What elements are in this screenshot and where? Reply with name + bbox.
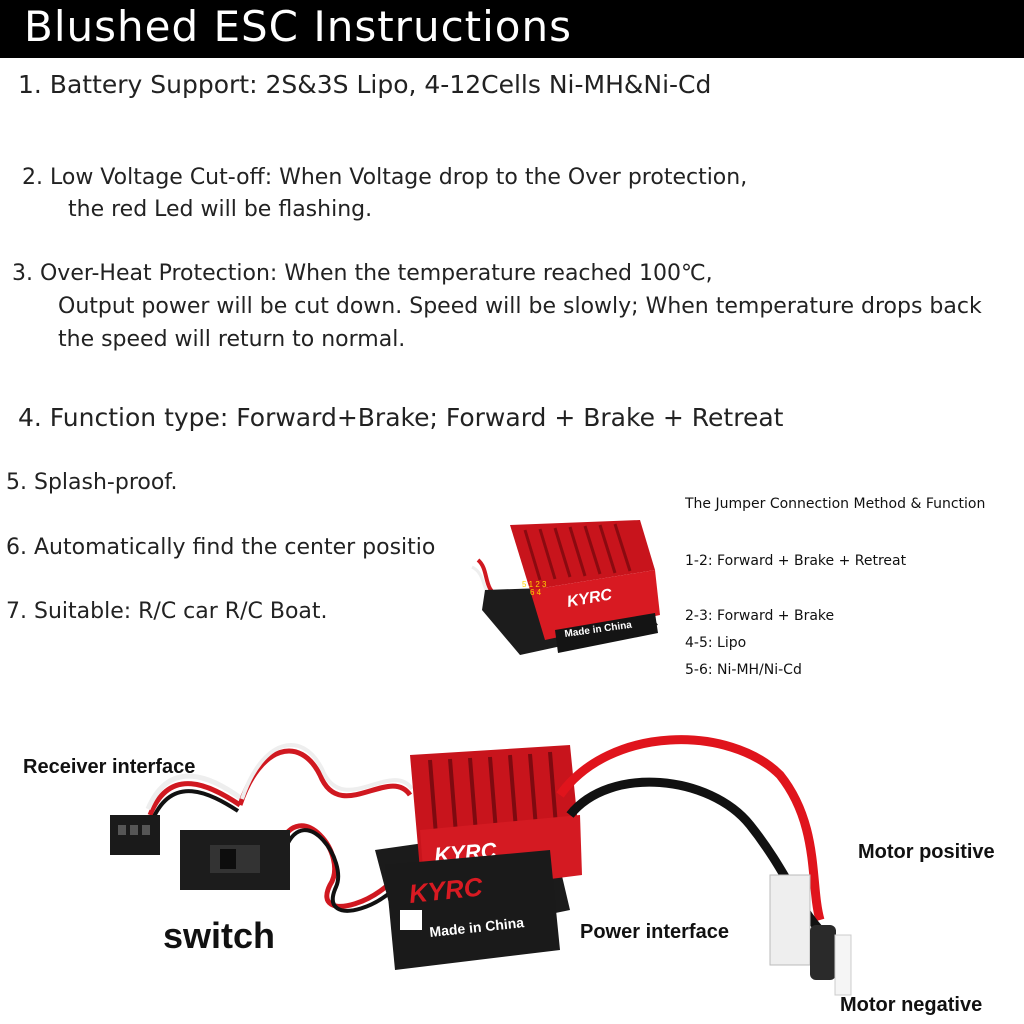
instruction-5: 5. Splash-proof.: [6, 470, 178, 495]
instruction-3-line-1: 3. Over-Heat Protection: When the temper…: [12, 261, 713, 286]
instruction-1: 1. Battery Support: 2S&3S Lipo, 4-12Cell…: [18, 70, 712, 99]
main-esc-image: KYRC KYRC Made in China: [110, 735, 852, 996]
label-power-interface: Power interface: [580, 921, 729, 943]
label-receiver-interface: Receiver interface: [23, 756, 196, 778]
label-motor-negative: Motor negative: [840, 994, 983, 1016]
instruction-7: 7. Suitable: R/C car R/C Boat.: [6, 599, 328, 624]
page-title: Blushed ESC Instructions: [24, 2, 572, 51]
instruction-2-line-1: 2. Low Voltage Cut-off: When Voltage dro…: [22, 165, 748, 190]
instruction-3-line-2: Output power will be cut down. Speed wil…: [58, 294, 982, 319]
label-motor-positive: Motor positive: [858, 841, 995, 863]
jumper-2-3: 2-3: Forward + Brake: [685, 608, 835, 624]
jumper-5-6: 5-6: Ni-MH/Ni-Cd: [685, 662, 802, 678]
small-esc-image: KYRC 5 1 2 3 6 4 Made in China: [471, 520, 660, 655]
small-pin-bottom: 6 4: [530, 588, 542, 597]
instruction-3-line-3: the speed will return to normal.: [58, 327, 406, 352]
instruction-6: 6. Automatically find the center positio: [6, 535, 436, 560]
jumper-title: The Jumper Connection Method & Function: [685, 496, 986, 512]
small-pin-top: 5 1 2 3: [522, 580, 547, 589]
jumper-4-5: 4-5: Lipo: [685, 635, 747, 651]
instruction-4: 4. Function type: Forward+Brake; Forward…: [18, 403, 784, 432]
instruction-2-line-2: the red Led will be flashing.: [68, 197, 373, 222]
power-plug: [769, 874, 811, 966]
label-switch: switch: [163, 915, 276, 956]
jumper-1-2: 1-2: Forward + Brake + Retreat: [685, 553, 907, 569]
header-bar: Blushed ESC Instructions: [0, 0, 1024, 58]
